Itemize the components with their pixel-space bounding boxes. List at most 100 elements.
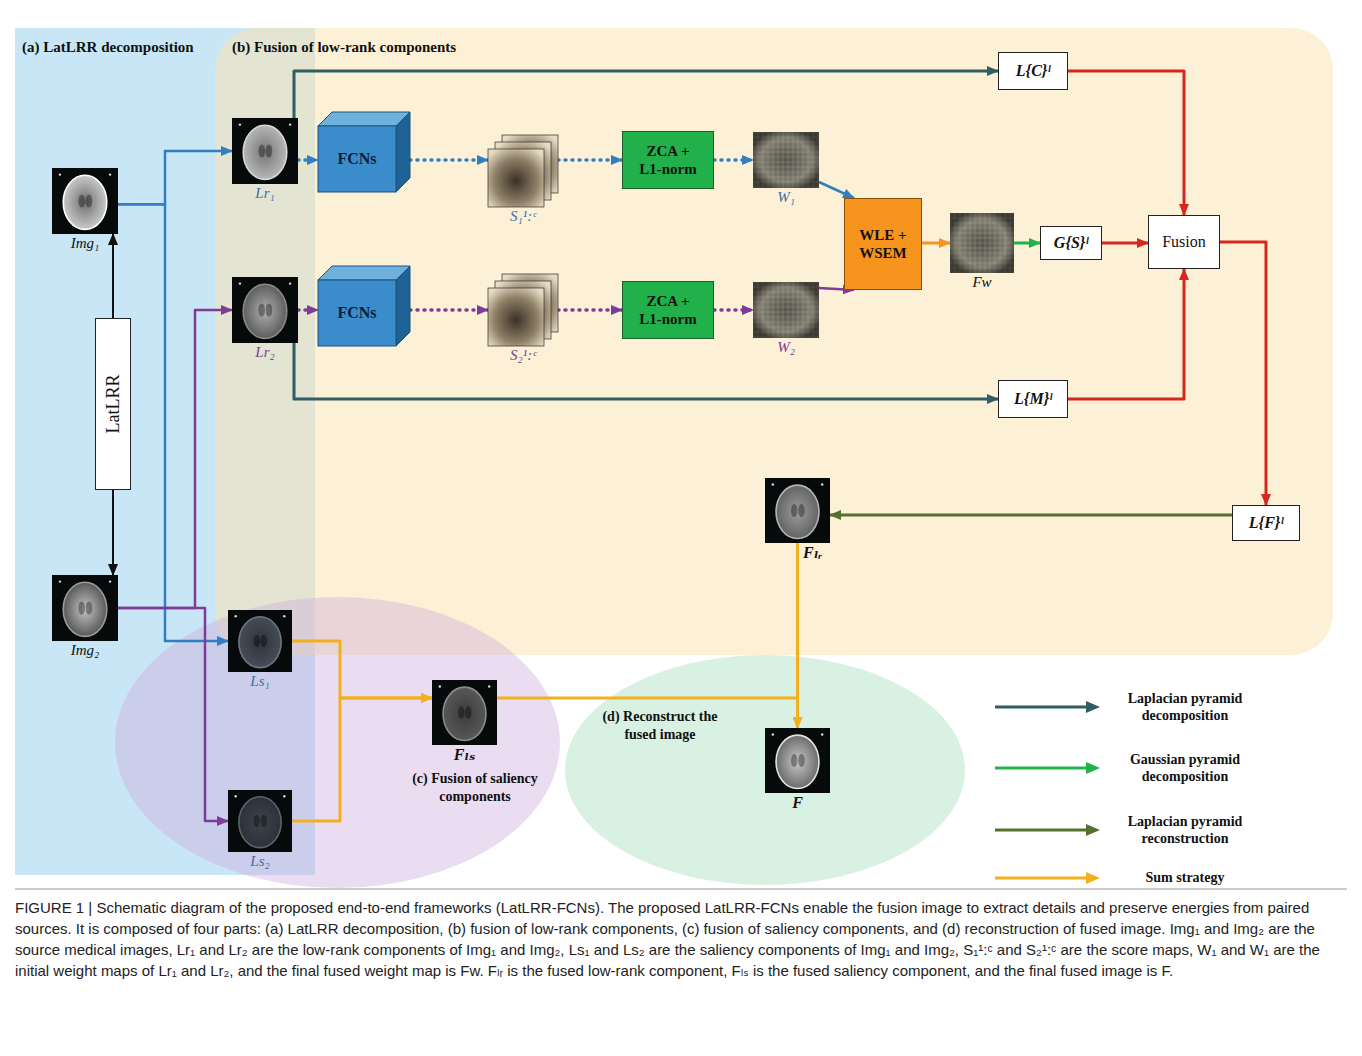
marker-dot <box>239 123 241 125</box>
weight-map: Fw <box>950 213 1014 273</box>
marker-dot <box>283 795 285 797</box>
image-ground <box>432 680 497 745</box>
image-label: F <box>792 794 803 811</box>
image-label: Img₁ <box>71 235 100 252</box>
marker-dot <box>289 123 291 125</box>
marker-dot <box>239 282 241 284</box>
marker-dot <box>772 483 774 485</box>
score-map <box>488 149 544 207</box>
connector <box>298 158 318 162</box>
box-label: L{M}ˡ <box>1014 390 1052 408</box>
image-label: Fₗᵣ <box>803 544 822 561</box>
connector <box>294 343 998 399</box>
legend-label: Sum strategy <box>1100 869 1270 886</box>
cube-label: FCNs <box>318 126 396 192</box>
image-thumbnail: Ls₂ <box>228 790 292 852</box>
ventricle <box>78 194 85 207</box>
node-art <box>52 168 118 234</box>
image-thumbnail: Img₁ <box>52 168 118 234</box>
network-cube: FCNs <box>318 112 410 192</box>
image-label: W₁ <box>777 189 795 206</box>
region-ellipse: (c) Fusion of saliency componentsLs₁FₗₛL… <box>115 597 560 888</box>
image-label: W₂ <box>777 339 795 356</box>
legend-line <box>995 767 1088 770</box>
connector <box>118 204 228 641</box>
region-ellipse-shape <box>115 597 560 888</box>
process-box: L{M}ˡ <box>998 380 1068 418</box>
image-label: Fw <box>972 274 991 291</box>
node-art <box>753 282 819 338</box>
ventricle <box>254 815 260 827</box>
connector <box>118 310 232 608</box>
brain-outline <box>243 125 287 179</box>
image-label: Fₗₛ <box>454 746 476 763</box>
process-box: LatLRR <box>95 318 131 490</box>
score-maps: S₁¹:ᶜ <box>488 135 558 207</box>
ventricle <box>458 706 465 719</box>
process-box: WLE + WSEM <box>844 198 922 290</box>
node-art <box>228 790 292 852</box>
weight-ground <box>753 132 819 188</box>
node-art <box>52 575 118 641</box>
marker-dot <box>821 483 823 485</box>
marker-dot <box>234 795 236 797</box>
caption-rule <box>15 889 1347 890</box>
connector <box>292 698 432 821</box>
legend-line <box>995 706 1088 709</box>
box-label: G{S}ˡ <box>1054 234 1088 252</box>
region-panel: (b) Fusion of low-rank componentsLr₁FCNs… <box>215 28 1333 655</box>
brain-outline <box>776 485 819 538</box>
connector <box>558 158 622 162</box>
ventricle <box>86 194 93 207</box>
legend-arrowhead <box>1086 872 1100 884</box>
cube-front <box>318 280 396 346</box>
connector <box>1068 269 1184 399</box>
image-ground <box>765 728 830 793</box>
image-label: Lr₂ <box>255 344 274 361</box>
image-ground <box>52 168 118 234</box>
box-label: L{F}ˡ <box>1249 514 1283 532</box>
legend-arrowhead <box>1086 762 1100 774</box>
ventricle <box>261 635 267 647</box>
ventricle <box>791 754 798 767</box>
ventricle <box>258 303 265 316</box>
score-map <box>488 288 544 346</box>
region-title: (c) Fusion of saliency components <box>400 770 550 806</box>
region-ellipse: (d) Reconstruct the fused imageF <box>565 655 965 885</box>
marker-dot <box>439 685 441 687</box>
process-box: G{S}ˡ <box>1040 226 1102 260</box>
image-thumbnail: Lr₂ <box>232 277 298 343</box>
connector <box>922 242 950 245</box>
process-box: L{C}ˡ <box>998 52 1068 90</box>
connector <box>714 158 753 162</box>
brain-outline <box>239 797 281 848</box>
ventricle <box>78 601 85 614</box>
connector <box>118 151 232 204</box>
image-thumbnail: F <box>765 728 830 793</box>
connector <box>1220 242 1266 505</box>
box-label: ZCA + L1-norm <box>636 292 700 328</box>
process-box: ZCA + L1-norm <box>622 281 714 339</box>
ventricle <box>258 144 265 157</box>
image-thumbnail: Fₗᵣ <box>765 478 830 543</box>
node-art <box>753 132 819 188</box>
region-title: (d) Reconstruct the fused image <box>600 708 720 744</box>
process-box: Fusion <box>1148 215 1220 269</box>
connector <box>714 308 753 312</box>
legend-line <box>995 829 1088 832</box>
node-art <box>228 610 292 672</box>
weight-shade <box>950 213 1014 273</box>
connector <box>1102 242 1148 245</box>
connector <box>497 698 798 728</box>
ventricle <box>465 706 472 719</box>
image-ground <box>228 790 292 852</box>
node-art <box>765 728 830 793</box>
box-label: LatLRR <box>103 375 124 434</box>
legend-label: Gaussian pyramid decomposition <box>1100 751 1270 785</box>
legend-label: Laplacian pyramid decomposition <box>1100 690 1270 724</box>
connector <box>1068 71 1184 215</box>
cube-label: FCNs <box>318 280 396 346</box>
ventricle <box>261 815 267 827</box>
region-title: (a) LatLRR decomposition <box>22 38 194 56</box>
